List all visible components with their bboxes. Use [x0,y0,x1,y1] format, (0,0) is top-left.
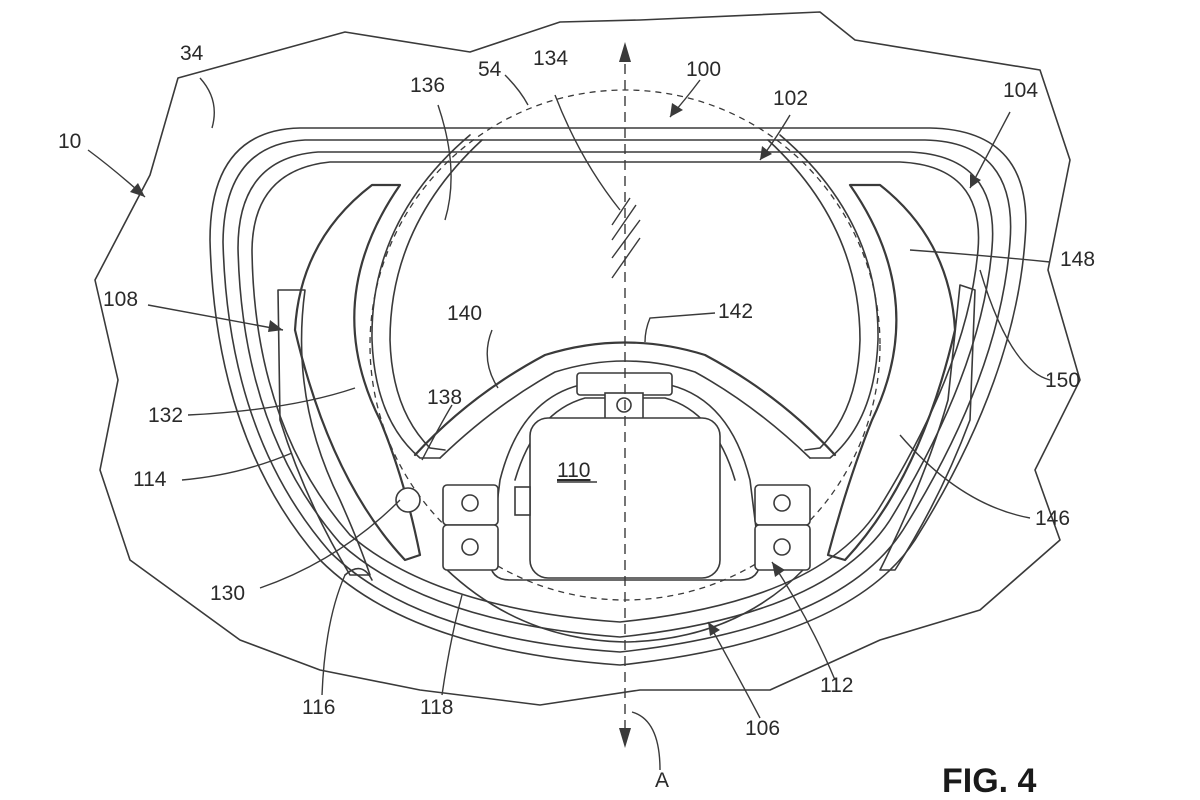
axis-label-a: A [655,769,669,792]
ref-142: 142 [718,300,753,323]
ref-132: 132 [148,404,183,427]
axis-a-arrow-top [619,42,631,62]
right-inner-arc-inner [768,140,860,450]
figure-label: FIG. 4 [942,762,1037,800]
ref-108: 108 [103,288,138,311]
ref-116: 116 [302,696,335,719]
ref-102: 102 [773,87,808,110]
ref-10: 10 [58,130,81,153]
axis-a-arrow-bottom [619,728,631,748]
left-strip-114 [278,290,370,575]
ref-136: 136 [410,74,445,97]
left-tab-upper-hole [462,495,478,511]
ref-146: 146 [1035,507,1070,530]
top-clip-hole [617,398,631,412]
ref-100: 100 [686,58,721,81]
hatch-134 [612,198,640,278]
ref-34: 34 [180,42,204,65]
ref-138: 138 [427,386,462,409]
right-tab-lower-hole [774,539,790,555]
right-strip-146 [880,285,975,570]
left-tab-lower-hole [462,539,478,555]
ref-134: 134 [533,47,568,70]
ref-148: 148 [1060,248,1095,271]
ref-130: 130 [210,582,245,605]
ref-140: 140 [447,302,482,325]
ref-106: 106 [745,717,780,740]
module-connector [515,487,530,515]
right-tab-upper-hole [774,495,790,511]
ref-110: 110 [557,459,590,482]
left-inner-arc-outer [372,135,470,458]
ref-118: 118 [420,696,453,719]
ref-114: 114 [133,468,167,491]
ref-112: 112 [820,674,853,697]
ref-54: 54 [478,58,502,81]
ref-150: 150 [1045,369,1080,392]
right-inner-arc-outer [780,135,878,458]
ref-104: 104 [1003,79,1038,102]
